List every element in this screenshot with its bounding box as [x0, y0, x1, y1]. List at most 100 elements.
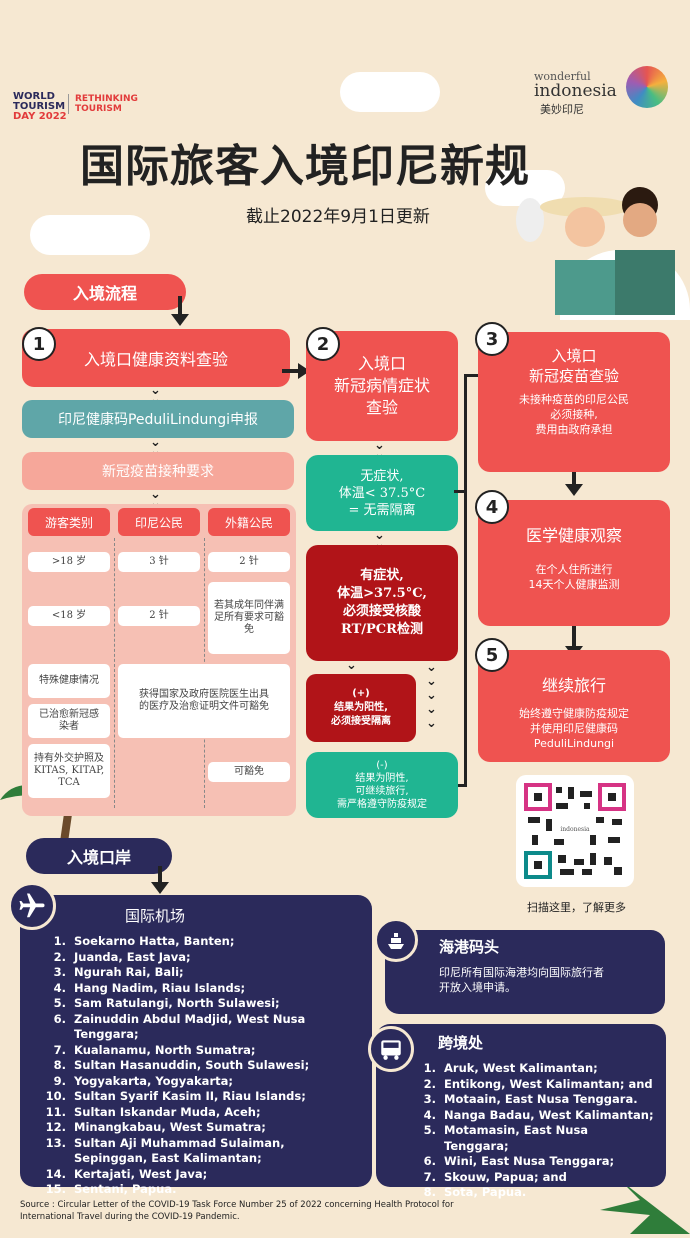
chevron-down-icon: ⌄⌄: [150, 383, 161, 406]
table-cell: 可豁免: [208, 762, 290, 782]
list-item-number: 3.: [53, 965, 66, 979]
table-divider: [114, 538, 115, 808]
land-border-panel: 跨境处 1.Aruk, West Kalimantan;2.Entikong, …: [376, 1024, 666, 1199]
list-item: 12.Minangkabau, West Sumatra;: [40, 1120, 360, 1136]
arrow-down-icon: [565, 484, 583, 496]
source-note: Source : Circular Letter of the COVID-19…: [20, 1200, 454, 1222]
list-item-number: 4.: [423, 1107, 436, 1122]
list-item: 9.Yogyakarta, Yogyakarta;: [40, 1074, 360, 1090]
list-item: 1. Aruk, West Kalimantan;: [410, 1061, 656, 1077]
list-item: 13. Sultan Aji Muhammad Sulaiman, Sepingg…: [40, 1136, 360, 1167]
seaports-title: 海港码头: [439, 938, 500, 956]
airplane-icon: [8, 882, 56, 930]
list-item-number: 14.: [45, 1166, 66, 1181]
list-item-number: 13.: [45, 1135, 66, 1150]
chevron-down-icon: ⌄⌄: [374, 438, 385, 461]
airports-list: 1.Soekarno Hatta, Banten;2.Juanda, East …: [40, 934, 360, 1198]
qr-logo-text: indonesia: [560, 826, 590, 833]
section-label-entry-ports: 入境口岸: [26, 838, 172, 874]
seaports-desc: 印尼所有国际海港均向国际旅行者 开放入境申请。: [439, 966, 604, 994]
list-item: 14. Kertajati, West Java;: [40, 1167, 360, 1183]
list-item: 3. Ngurah Rai, Bali;: [40, 965, 360, 981]
list-item-number: 12.: [45, 1120, 66, 1134]
list-item-label: Nanga Badau, West Kalimantan;: [444, 1107, 654, 1122]
list-item-number: 10.: [45, 1089, 66, 1103]
connector-line: [464, 374, 467, 787]
step5-desc: 始终遵守健康防疫规定 并使用印尼健康码 PeduliLindungi: [519, 707, 629, 750]
chevron-down-icon: ⌄⌄: [150, 435, 161, 458]
qr-caption: 扫描这里，了解更多: [527, 901, 626, 914]
list-item-number: 5.: [423, 1123, 436, 1137]
list-item-number: 1.: [53, 934, 66, 948]
bus-icon: [368, 1026, 414, 1072]
arrow-down-icon: [171, 314, 189, 326]
list-item-label: Wini, East Nusa Tenggara;: [444, 1154, 615, 1168]
list-item-label: Sentani, Papua.: [74, 1182, 177, 1196]
step4-number: 4: [475, 490, 509, 524]
step5-title: 继续旅行: [541, 676, 606, 695]
step3-number: 3: [475, 322, 509, 356]
list-item-label: Sota, Papua.: [444, 1185, 527, 1199]
list-item-label: Soekarno Hatta, Banten;: [74, 934, 235, 948]
list-item: 6. Zainuddin Abdul Madjid, West Nusa Teng…: [40, 1012, 360, 1043]
list-item-label: Sultan Iskandar Muda, Aceh;: [74, 1104, 261, 1119]
cloud-decoration: [30, 215, 150, 255]
chevron-down-icon: ⌄⌄: [374, 528, 385, 551]
list-item-label: Aruk, West Kalimantan;: [444, 1061, 598, 1075]
list-item-label: Yogyakarta, Yogyakarta;: [74, 1073, 233, 1088]
step3-title: 入境口 新冠疫苗查验: [528, 347, 619, 385]
list-item: 7.Skouw, Papua; and: [410, 1170, 656, 1186]
table-cell: 2 针: [208, 552, 290, 572]
arrow-icon: [572, 626, 576, 648]
list-item-number: 1.: [423, 1061, 436, 1075]
list-item-number: 7.: [53, 1042, 66, 1057]
list-item-label: Kertajati, West Java;: [74, 1166, 208, 1181]
list-item: 4.Hang Nadim, Riau Islands;: [40, 981, 360, 997]
step4-desc: 在个人住所进行 14天个人健康监测: [528, 563, 620, 591]
airports-panel: 国际机场 1.Soekarno Hatta, Banten;2.Juanda, …: [20, 895, 372, 1196]
table-cell: >18 岁: [28, 552, 110, 572]
table-cell: 已治愈新冠感染者: [28, 704, 110, 738]
list-item: 15.Sentani, Papua.: [40, 1182, 360, 1198]
table-header: 游客类别: [28, 508, 110, 536]
list-item-label: Zainuddin Abdul Madjid, West Nusa Tengga…: [74, 1011, 306, 1042]
connector-line: [458, 784, 466, 787]
step2-no-symptom: 无症状, 体温< 37.5°C = 无需隔离: [306, 455, 458, 531]
step2-negative-result: (-) 结果为阴性, 可继续旅行, 需严格遵守防疫规定: [306, 752, 458, 818]
list-item-label: Sultan Syarif Kasim II, Riau Islands;: [74, 1089, 306, 1103]
land-border-list: 1. Aruk, West Kalimantan; 2.Entikong, West…: [410, 1061, 656, 1201]
list-item: 2.Entikong, West Kalimantan; and: [410, 1077, 656, 1093]
list-item-label: Juanda, East Java;: [74, 949, 191, 964]
list-item-label: Sultan Hasanuddin, South Sulawesi;: [74, 1058, 310, 1072]
connector-line: [454, 490, 466, 493]
list-item: 10. Sultan Syarif Kasim II, Riau Islands;: [40, 1089, 360, 1105]
list-item-number: 8.: [423, 1185, 436, 1199]
list-item-label: Sultan Aji Muhammad Sulaiman, Sepinggan,…: [74, 1135, 285, 1166]
step2-positive-result: (+) 结果为阳性, 必须接受隔离: [306, 674, 416, 742]
list-item-label: Ngurah Rai, Bali;: [74, 965, 184, 979]
step1-app-declaration: 印尼健康码PeduliLindungi申报: [22, 400, 294, 438]
table-cell: 3 针: [118, 552, 200, 572]
connector-line: [464, 374, 484, 377]
table-cell: 若其成年同伴满足所有要求可豁免: [208, 582, 290, 654]
list-item: 8. Sota, Papua.: [410, 1185, 656, 1201]
list-item-number: 4.: [53, 980, 66, 995]
step1-health-check: 入境口健康资料查验: [22, 329, 290, 387]
table-cell: 特殊健康情况: [28, 664, 110, 698]
list-item-label: Kualanamu, North Sumatra;: [74, 1042, 256, 1057]
airports-title: 国际机场: [124, 907, 185, 925]
list-item-number: 6.: [53, 1011, 66, 1026]
bird-icon: [626, 66, 668, 108]
table-cell: 获得国家及政府医院医生出具的医疗及治愈证明文件可豁免: [118, 664, 290, 738]
list-item: 3.Motaain, East Nusa Tenggara.: [410, 1092, 656, 1108]
table-header: 印尼公民: [118, 508, 200, 536]
list-item: 5.Sam Ratulangi, North Sulawesi;: [40, 996, 360, 1012]
arrow-icon: [158, 866, 162, 884]
step2-number: 2: [306, 327, 340, 361]
qr-code[interactable]: indonesia: [516, 775, 634, 887]
list-item: 7. Kualanamu, North Sumatra;: [40, 1043, 360, 1059]
list-item: 6.Wini, East Nusa Tenggara;: [410, 1154, 656, 1170]
table-cell: <18 岁: [28, 606, 110, 626]
